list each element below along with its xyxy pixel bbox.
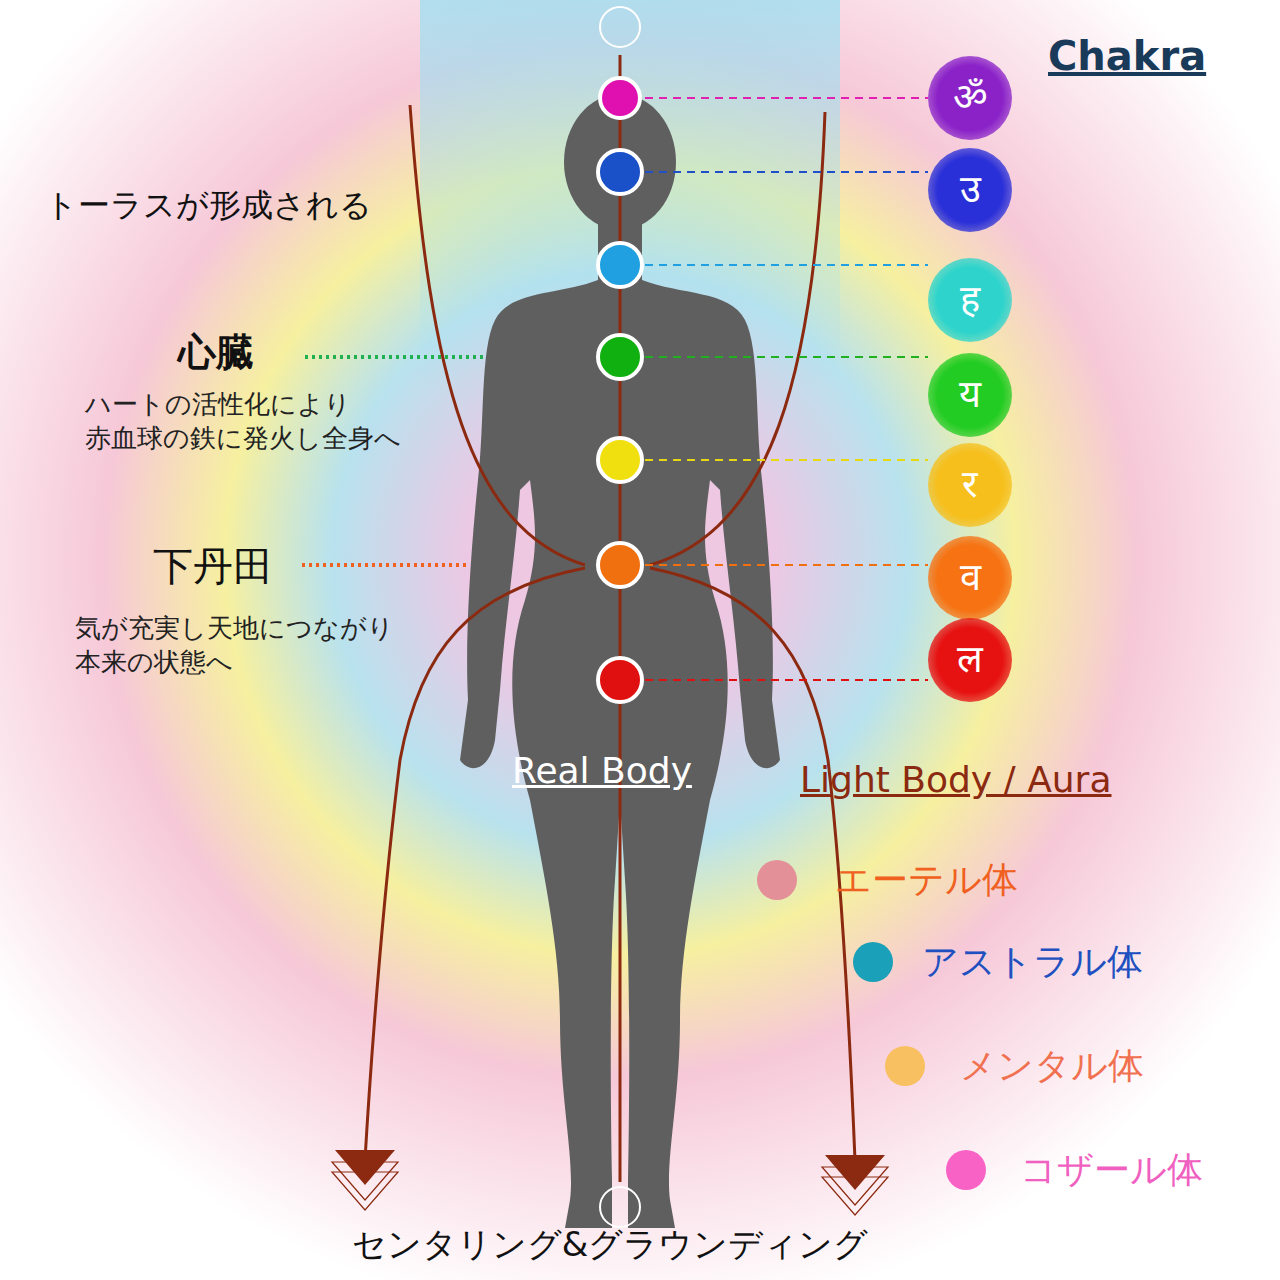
- legend-text: アストラル体: [922, 939, 1143, 986]
- legend-swatch: [946, 1150, 986, 1190]
- chakra-glyph: व: [960, 553, 981, 602]
- legend-text: エーテル体: [835, 857, 1018, 904]
- heart-note: ハートの活性化により 赤血球の鉄に発火し全身へ: [85, 388, 465, 456]
- legend-swatch: [853, 942, 893, 982]
- chakra-symbol: उ: [928, 148, 1012, 232]
- chakra-glyph: ॐ: [953, 73, 988, 122]
- dantian-label: 下丹田: [153, 540, 273, 592]
- chakra-glyph: ह: [960, 275, 980, 324]
- chakra-leaders: [645, 98, 928, 680]
- legend-swatch: [757, 860, 797, 900]
- body-label: Real Body: [512, 748, 692, 795]
- chakra-symbol: ह: [928, 258, 1012, 342]
- grounding-label: センタリング&グラウンディング: [352, 1222, 869, 1266]
- text-leaders: [302, 357, 485, 565]
- background-glow: [420, 0, 840, 1280]
- chakra-symbol: ॐ: [928, 56, 1012, 140]
- chakra-symbol: ल: [928, 618, 1012, 702]
- grounding-arrows: [332, 1150, 888, 1215]
- chakra-glyph: उ: [960, 165, 981, 214]
- chakra-glyph: र: [962, 460, 978, 509]
- torus-note: トーラスが形成される: [45, 185, 372, 227]
- chakra-symbol: य: [928, 353, 1012, 437]
- dantian-note: 気が充実し天地につながり 本来の状態へ: [75, 612, 455, 680]
- chakra-glyph: य: [959, 370, 981, 419]
- legend-swatch: [885, 1046, 925, 1086]
- title: Chakra: [1048, 30, 1206, 82]
- aura-label: Light Body / Aura: [800, 757, 1111, 804]
- legend-text: メンタル体: [960, 1043, 1144, 1090]
- chakra-symbol: व: [928, 536, 1012, 620]
- legend-text: コザール体: [1020, 1147, 1203, 1194]
- chakra-dots: [598, 7, 642, 1227]
- chakra-glyph: ल: [957, 635, 983, 684]
- heart-label: 心臓: [178, 328, 254, 377]
- chakra-symbol: र: [928, 443, 1012, 527]
- torus-lines: [365, 55, 855, 1182]
